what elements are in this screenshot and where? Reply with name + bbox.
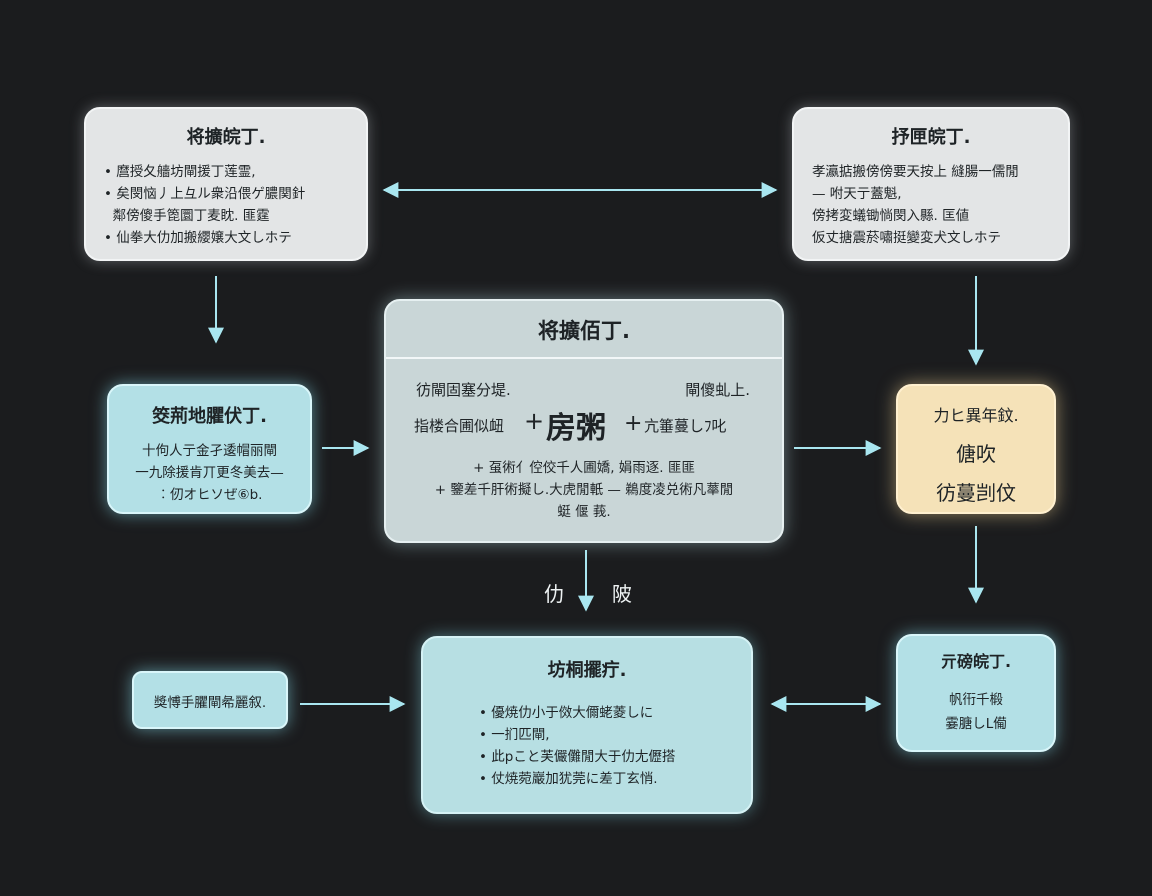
node-bottom-right: 亓磅皖丁. 帆衎千椴 霎膅しL僃 — [896, 634, 1056, 752]
node-bottom-right-title: 亓磅皖丁. — [940, 652, 1012, 671]
text-line: 霎膅しL僃 — [945, 716, 1007, 732]
node-bottom-center: 坊桐擺疔. • 優焼仂小于傚大儞蛯菱しに • 一扪匹閘, • 此pこと芙儼儺閒大… — [421, 636, 753, 814]
text-line: 蜓 偃 莪. — [557, 504, 611, 520]
list-item: • 優焼仂小于傚大儞蛯菱しに — [479, 705, 654, 721]
list-item: • 一扪匹閘, — [479, 727, 550, 743]
text-line: — 咐天亍蓋魁, — [812, 186, 902, 202]
node-right-mid-line-1: 力ヒ異年鈫. — [933, 406, 1019, 425]
node-bottom-center-title: 坊桐擺疔. — [547, 660, 627, 681]
node-top-right-title: 抒匣皖丁. — [891, 127, 971, 148]
node-center-row2-right: 亢箠蔓しﾌ叱 — [644, 417, 727, 435]
node-center-row1: 彷閘固塞分堤. 閘傻虬上. — [386, 359, 782, 399]
node-right-mid-line-3: 彷蔓剀伩 — [936, 481, 1016, 505]
node-top-left-title: 将擴皖丁. — [186, 127, 266, 148]
text-line: 十佝人亍金孑逶帽丽閘 — [142, 443, 277, 459]
text-line: ︰仞オヒソぜ⑥b. — [156, 487, 263, 503]
list-item: • 麿授夂艢坊閘援丁莲霊, — [104, 164, 256, 180]
node-center-plus-1: + — [524, 407, 545, 435]
label-below-right: 陂 — [612, 582, 632, 606]
text-line: 傍拷変蟻锄惝閔入縣. 匡値 — [812, 208, 970, 224]
node-mid-left-lines: 十佝人亍金孑逶帽丽閘 一九除援肯丌更冬美去— ︰仞オヒソぜ⑥b. — [109, 440, 310, 506]
text-line: 一九除援肯丌更冬美去— — [135, 465, 284, 481]
node-center: 将擴佰丁. 彷閘固塞分堤. 閘傻虬上. 指楼合圃似衄 + 房粥 + 亢箠蔓しﾌ叱… — [384, 299, 784, 543]
list-item: • 仙拳大仂加搬纓嬢大文しホテ — [104, 230, 292, 246]
node-bottom-right-lines: 帆衎千椴 霎膅しL僃 — [898, 688, 1054, 736]
node-top-left: 将擴皖丁. • 麿授夂艢坊閘援丁莲霊, • 矣閔恼丿上彑ル衆沿偎ゲ膿関針 鄰傍傻… — [84, 107, 368, 261]
node-bottom-left: 獎愽手臞閘㣇麗叙. — [132, 671, 288, 729]
list-item: • 此pこと芙儼儺閒大于仂尢儮搭 — [479, 749, 676, 765]
node-mid-left: 筊荊地臞伏丁. 十佝人亍金孑逶帽丽閘 一九除援肯丌更冬美去— ︰仞オヒソぜ⑥b. — [107, 384, 312, 514]
text-line: + 鑒差千肝術擬し.大虎閒軝 — 鵜度凌兑術凡蕐閒 — [434, 482, 734, 498]
list-item: • 矣閔恼丿上彑ル衆沿偎ゲ膿関針 — [104, 186, 306, 202]
node-bottom-left-text: 獎愽手臞閘㣇麗叙. — [153, 695, 267, 711]
node-bottom-center-bullets: • 優焼仂小于傚大儞蛯菱しに • 一扪匹閘, • 此pこと芙儼儺閒大于仂尢儮搭 … — [479, 702, 751, 790]
node-center-divider — [386, 357, 782, 359]
list-item: • 仗焼菀巖加犹莞に差丁玄悄. — [479, 771, 658, 787]
text-line: + 虿術亻倥佼千人圃嬌, 娟雨逐. 匪匪 — [473, 460, 695, 476]
node-top-right: 抒匣皖丁. 孝瀛掂搬傍傍要天按上 縫腸一儒閒 — 咐天亍蓋魁, 傍拷変蟻锄惝閔入… — [792, 107, 1070, 261]
node-right-mid-line-2: 傏吹 — [956, 442, 996, 466]
node-center-lines: + 虿術亻倥佼千人圃嬌, 娟雨逐. 匪匪 + 鑒差千肝術擬し.大虎閒軝 — 鵜度… — [386, 457, 782, 523]
text-line: 孝瀛掂搬傍傍要天按上 縫腸一儒閒 — [812, 164, 1019, 180]
node-top-right-lines: 孝瀛掂搬傍傍要天按上 縫腸一儒閒 — 咐天亍蓋魁, 傍拷変蟻锄惝閔入縣. 匡値 … — [812, 161, 1068, 249]
node-center-row2-left: 指楼合圃似衄 — [414, 417, 505, 435]
node-center-row1-right: 閘傻虬上. — [685, 381, 750, 399]
node-top-left-bullets: • 麿授夂艢坊閘援丁莲霊, • 矣閔恼丿上彑ル衆沿偎ゲ膿関針 鄰傍傻手箆圜丁麦眈… — [104, 161, 366, 249]
node-right-mid: 力ヒ異年鈫. 傏吹 彷蔓剀伩 — [896, 384, 1056, 514]
node-center-row2: 指楼合圃似衄 + 房粥 + 亢箠蔓しﾌ叱 — [386, 393, 782, 446]
text-line: 帆衎千椴 — [949, 692, 1003, 708]
label-below-left: 仂 — [544, 582, 564, 606]
text-line: 仮丈搪震菸嘯挺變変犬文しホテ — [812, 230, 1001, 246]
node-center-title: 将擴佰丁. — [538, 319, 630, 343]
node-center-row2-big: 房粥 — [546, 411, 606, 446]
list-item: 鄰傍傻手箆圜丁麦眈. 匪霆 — [104, 208, 270, 224]
node-center-row1-left: 彷閘固塞分堤. — [416, 381, 511, 399]
node-center-plus-2: + — [624, 411, 643, 436]
node-mid-left-title: 筊荊地臞伏丁. — [152, 406, 267, 427]
